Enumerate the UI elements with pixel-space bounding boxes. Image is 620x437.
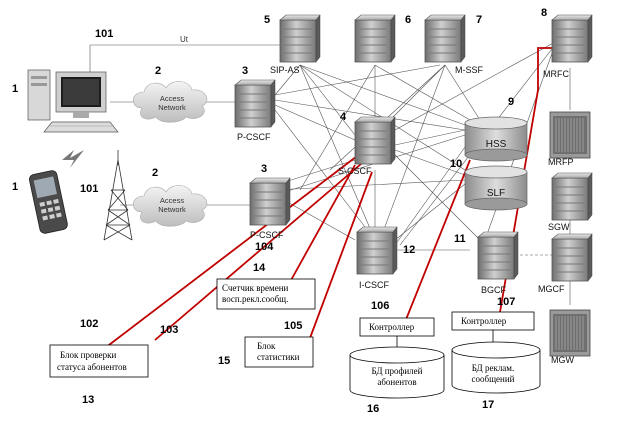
ref-101-bottom: 101 [80,183,98,195]
i-cscf-label: I-CSCF [359,280,389,290]
sgw-server [551,172,593,221]
hss-label: HSS [486,139,507,150]
access-network-label-1a: Access [160,94,184,103]
ut-label: Ut [180,35,189,44]
ref-107: 107 [497,296,515,308]
ref-2-bottom: 2 [152,167,158,179]
ref-4: 4 [340,111,347,123]
access-network-label-1b: Network [158,103,186,112]
db2-line-1: БД реклам. [472,363,515,373]
statistics-block-line-2: статистики [257,352,300,362]
sgw-label: SGW [548,222,570,232]
mrfp-label: MRFP [548,157,574,167]
ref-101-top: 101 [95,28,113,40]
mgw-rack [549,309,591,357]
sip-as-label: SIP-AS [270,65,300,75]
s-cscf-label: S-CSCF [338,166,372,176]
mrfp-rack [549,111,591,159]
ref-6: 6 [405,14,411,26]
ref-1-bottom: 1 [12,181,18,193]
ref-102: 102 [80,318,98,330]
mrfc-server [551,14,593,63]
statistics-block-line-1: Блок [257,341,276,351]
mrfc-label: MRFC [543,69,569,79]
slf-label: SLF [487,188,505,199]
p-cscf-label-2: P-CSCF [250,230,284,240]
ref-7: 7 [476,14,482,26]
m-ssf-server [424,14,466,63]
ref-104: 104 [255,241,274,253]
db1-line-1: БД профилей [372,366,423,376]
hss-database: HSS [464,116,528,162]
ref-5: 5 [264,14,270,26]
access-network-label-2b: Network [158,205,186,214]
lightning-icon [62,150,84,168]
controller-1-label: Контроллер [369,322,415,332]
controller-1: Контроллер [359,317,435,337]
bgcf-label: BGCF [481,285,507,295]
subscriber-check-line-1: Блок проверки [60,350,117,360]
bgcf-server [477,231,519,280]
ref-3-bottom: 3 [261,163,267,175]
mgw-label: MGW [551,355,574,365]
access-network-cloud-1: Access Network [132,81,208,123]
ad-messages-db: БД реклам. сообщений [451,341,541,394]
ref-14: 14 [253,262,266,274]
statistics-block: Блок статистики [244,336,314,368]
ref-106: 106 [371,300,389,312]
radio-tower-icon [103,150,133,241]
p-cscf-server-1 [234,79,276,128]
m-ssf-label: M-SSF [455,65,484,75]
ref-17: 17 [482,399,494,411]
ref-10: 10 [450,158,462,170]
controller-2: Контроллер [451,311,535,331]
desktop-computer [27,69,119,133]
slf-database: SLF [464,165,528,211]
db2-line-2: сообщений [472,374,515,384]
ref-15: 15 [218,355,230,367]
ref-2-top: 2 [155,65,161,77]
p-cscf-server-2 [249,177,291,226]
controller-2-label: Контроллер [461,316,507,326]
mobile-phone [29,170,68,234]
ref-8: 8 [541,7,547,19]
ref-1-top: 1 [12,83,18,95]
ref-9: 9 [508,96,514,108]
timer-block-line-1: Счетчик времени [222,283,289,293]
timer-block-line-2: восп.рекл.сообщ. [222,294,288,304]
i-cscf-server [356,226,398,275]
ref-103: 103 [160,324,178,336]
mgcf-label: MGCF [538,284,565,294]
sip-as-server [279,14,321,63]
p-cscf-label-1: P-CSCF [237,132,271,142]
mgcf-server [551,233,593,282]
access-network-label-2a: Access [160,196,184,205]
access-network-cloud-2: Access Network [132,185,208,227]
subscriber-check-block: Блок проверки статуса абонентов [49,344,149,378]
ref-11: 11 [454,233,466,245]
db1-line-2: абонентов [377,377,416,387]
subscriber-profiles-db: БД профилей абонентов [349,346,445,399]
timer-block: Счетчик времени восп.рекл.сообщ. [216,278,316,310]
ref-3-top: 3 [242,65,248,77]
ref-12: 12 [403,244,415,256]
server-6 [354,14,396,63]
subscriber-check-line-2: статуса абонентов [57,362,127,372]
ref-13: 13 [82,394,94,406]
s-cscf-server [354,116,396,165]
ref-105: 105 [284,320,302,332]
ref-16: 16 [367,403,379,415]
